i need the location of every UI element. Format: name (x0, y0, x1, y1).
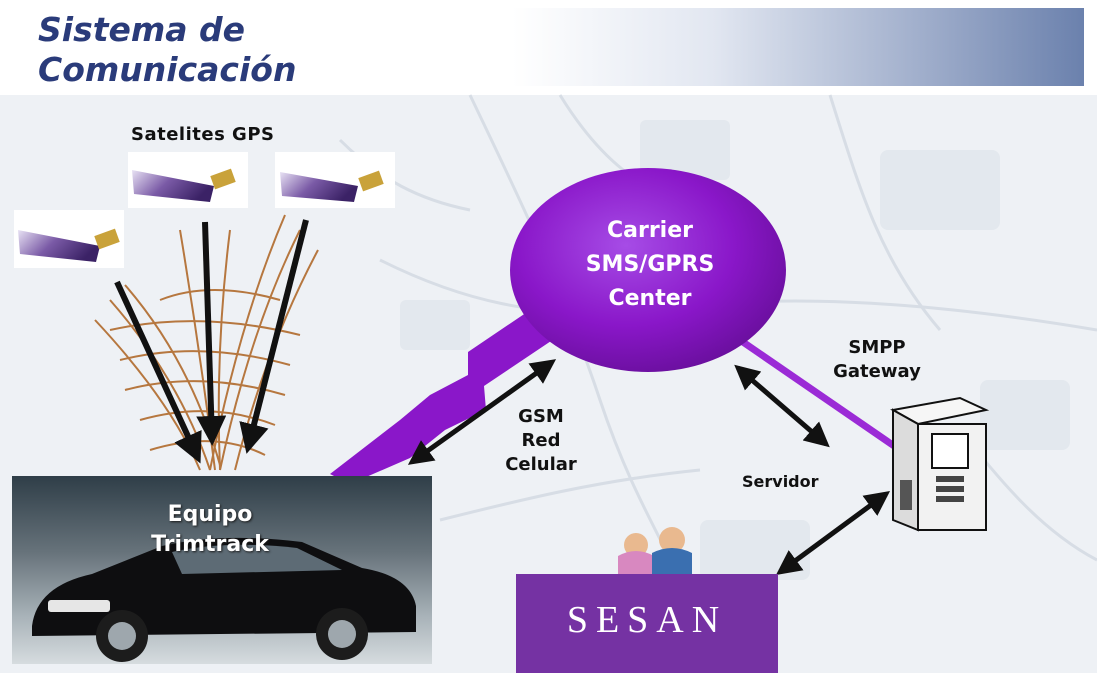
device-line-1: Equipo (167, 502, 253, 527)
carrier-sphere (510, 168, 786, 372)
gsm-line-3: Celular (505, 454, 577, 475)
gsm-line-2: Red (521, 430, 561, 451)
satellite-3 (275, 152, 395, 208)
gsm-label: GSM Red Celular (496, 405, 586, 477)
carrier-line-2: SMS/GPRS (585, 252, 715, 277)
car-icon (32, 537, 416, 662)
gateway-label: SMPP Gateway (812, 336, 942, 384)
gps-arrows (114, 219, 309, 464)
server-icon (890, 396, 990, 532)
title-line-2: Comunicación (38, 50, 297, 89)
device-panel (12, 476, 432, 664)
device-line-2: Trimtrack (151, 532, 269, 557)
diagram-title: Sistema de Comunicación (38, 10, 368, 90)
satellite-1 (14, 210, 124, 268)
title-line-1: Sistema de (38, 10, 246, 49)
carrier-line-1: Carrier (606, 218, 693, 243)
header-gradient-bar (512, 8, 1084, 86)
satellites-label: Satelites GPS (131, 124, 275, 145)
gateway-line-1: SMPP (848, 337, 906, 358)
device-label: Equipo Trimtrack (110, 500, 310, 560)
gateway-line-2: Gateway (833, 361, 921, 382)
carrier-label: Carrier SMS/GPRS Center (540, 214, 760, 316)
gsm-line-1: GSM (518, 406, 564, 427)
people-icon (618, 527, 692, 574)
gsm-arrow (407, 359, 557, 465)
sesan-box (516, 574, 778, 673)
carrier-line-3: Center (608, 286, 692, 311)
sesan-label: SESAN (566, 599, 728, 641)
satellite-2 (128, 152, 248, 208)
server-label: Servidor (742, 472, 819, 491)
sesan-arrow (775, 491, 891, 575)
gateway-arrow (734, 364, 830, 448)
